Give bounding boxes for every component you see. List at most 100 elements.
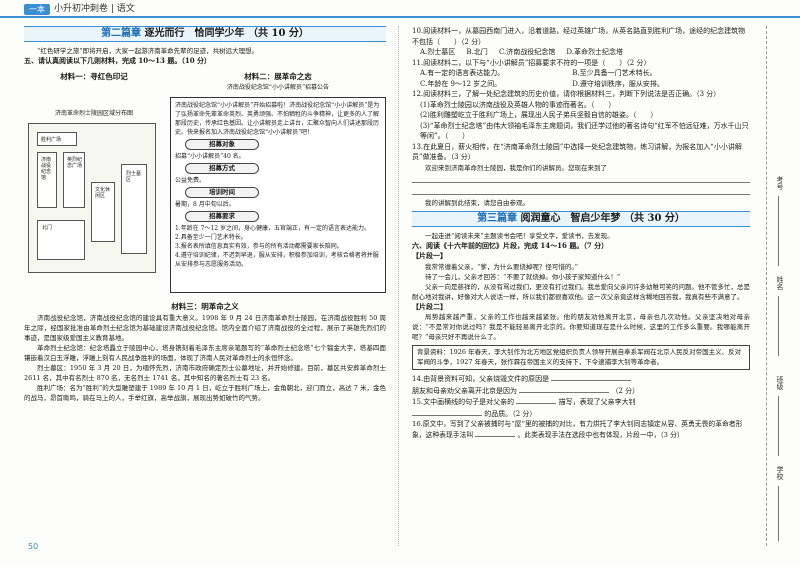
poster-req-2: 2.具备至少一门艺术特长。 xyxy=(175,233,247,241)
map-label-gate: 胜利广场 xyxy=(41,136,62,143)
material-three: 材料三：明革命之义 济南战役纪念馆，济南战役纪念馆的建设具有重大意义。1998 … xyxy=(24,301,386,403)
fragment-one-para-2: 待了一会儿，父亲才回答：“不要了就烧掉。你小孩子家知道什么！” xyxy=(425,272,621,281)
question-14: 14.由背景资料可知，父亲烧毁文件的原因是 xyxy=(412,373,750,385)
q14-blank-2[interactable] xyxy=(519,385,610,393)
poster-tag-time: 培训时间 xyxy=(185,186,259,198)
q16-tail: 。此类表现手法在选段中也有体现，片段一中，（3 分） xyxy=(517,431,684,439)
background-info-box: 背景资料：1926 年春天，李大钊作为北方地区党组织负责人领导开展自奉系军阀在北… xyxy=(412,345,750,370)
left-column: 第二篇章 逐光而行 恰同学少年 （共 10 分） “红色研学之旅”即将开启，大家… xyxy=(24,26,386,546)
material-three-para-3: 烈士墓区：1950 年 3 月 20 日，为缅怀先烈，济南市政府确定烈士公墓地址… xyxy=(24,363,386,382)
map-label-museum: 济南战役纪念馆 xyxy=(41,156,52,181)
question-16: 16.原文中，写到了父亲被捕时与“屋”里的被捕的对比，有力烘托了李大钊同志镇定从… xyxy=(412,419,750,440)
map-caption: 济南革命烈士陵园区域分布图 xyxy=(54,109,133,117)
material-three-para-4: 胜利广场：名为“胜利”的大型雕塑建于 1989 年 10 月 1 日，屹立于胜利… xyxy=(24,383,386,402)
q10-option-a[interactable]: A.烈士墓区 xyxy=(420,48,456,56)
q12-item-1[interactable]: (1)革命烈士陵园以济南战役及英雄人物的事迹而著名。（ ） xyxy=(420,100,616,109)
q16-blank[interactable] xyxy=(475,429,516,437)
q16-prompt: 16.原文中，写到了父亲被捕时与“屋”里的被捕的对比，有力烘托了李大钊同志镇定从… xyxy=(412,420,743,439)
material-three-para-1: 济南战役纪念馆，济南战役纪念馆的建设具有重大意义。1998 年 9 月 24 日… xyxy=(24,313,386,342)
section-two-title: 逐光而行 恰同学少年 xyxy=(144,28,245,39)
poster-req-1: 1.年龄在 7～12 岁之间，身心健康，五官端正，有一定的语言表达能力。 xyxy=(175,224,370,232)
q11-option-c[interactable]: C.年龄在 9～12 岁之间。 xyxy=(420,79,502,88)
poster-tag-target: 招募对象 xyxy=(185,138,259,150)
question-11: 11.阅读材料二，以下与“小小讲解员”招募要求不符的一项是（ ）（2 分） xyxy=(412,58,651,67)
map-zone-north: 北门 xyxy=(37,219,85,260)
q15-blank-2[interactable] xyxy=(412,408,482,416)
section-two-chapter: 第二篇章 xyxy=(101,28,142,39)
fragment-two-text: 局势越来越严重，父亲的工作也越来越紧张。他的朋友劝他离开北京，母亲也几次劝他。父… xyxy=(412,313,750,341)
poster-tag-method: 招募方式 xyxy=(185,162,259,174)
q12-item-3[interactable]: (3)“革命烈士纪念塔”由伟大领袖毛泽东主席题词，我们还学过他的著名诗句“红军不… xyxy=(420,121,749,141)
binder-field-exam-number[interactable] xyxy=(778,196,779,266)
q11-option-a[interactable]: A.有一定的语言表达能力。 xyxy=(420,69,505,77)
q14-prompt: 14.由背景资料可知，父亲烧毁文件的原因是 xyxy=(412,375,550,383)
question-10-options: A.烈士墓区 B.北门 C.济南战役纪念馆 D.革命烈士纪念塔 xyxy=(412,47,750,58)
question-15-line-2: 的品质。（2 分） xyxy=(412,408,750,420)
section-three-score: （共 30 分） xyxy=(624,212,685,224)
question-11-options-row2: C.年龄在 9～12 岁之间。 D.遵守培训秩序，服从安排。 xyxy=(412,79,750,90)
map-label-square: 英烈纪念广场 xyxy=(67,156,83,169)
map-label-tombs: 烈士墓区 xyxy=(126,170,142,183)
q15-blank-1[interactable] xyxy=(516,396,557,404)
book-title: 小升初冲刺卷 | 语文 xyxy=(54,4,135,14)
page-number: 50 xyxy=(28,542,39,551)
material-one-title: 材料一：寻红色印记 xyxy=(60,71,128,81)
binder-field-school[interactable] xyxy=(778,486,779,541)
poster-intro: 济南战役纪念馆“小小讲解员”开始招募啦！济南战役纪念馆“小小讲解员”是为了弘扬革… xyxy=(175,101,380,136)
recruitment-poster: 济南战役纪念馆“小小讲解员”开始招募啦！济南战役纪念馆“小小讲解员”是为了弘扬革… xyxy=(170,96,386,293)
cemetery-map: 胜利广场 济南战役纪念馆 英烈纪念广场 文化休闲区 烈士墓区 xyxy=(28,122,156,273)
q13-answer-line-2[interactable] xyxy=(412,186,750,195)
question-10: 10.阅读材料一，从墓园西南门进入，沿着道路，经过英雄广场，从英名路直到胜利广场… xyxy=(412,27,746,46)
question-15: 15.文中画横线的句子是对父亲的 描写，表现了父亲李大钊 xyxy=(412,396,750,408)
section-three-title: 阅润童心 智启少年梦 xyxy=(520,212,621,224)
material-one: 材料一：寻红色印记 济南革命烈士陵园区域分布图 胜利广场 济南战役纪念馆 英烈纪… xyxy=(24,71,164,295)
section-two-score: （共 10 分） xyxy=(248,28,309,39)
poster-method: 公益免费。 xyxy=(175,176,206,184)
q10-option-b[interactable]: B.北门 xyxy=(466,48,488,56)
poster-target: 招募“小小讲解员”40 名。 xyxy=(175,152,245,160)
map-zone-tombs: 烈士墓区 xyxy=(121,163,147,254)
poster-req-3: 3.报名表所填信息真实有效，参与的所有活动都需要家长陪同。 xyxy=(175,242,343,250)
question-five-heading: 五、请认真阅读以下几则材料，完成 10～13 题。（10 分） xyxy=(24,56,212,65)
map-label-north: 北门 xyxy=(42,224,53,231)
binder-label-school: 学校 xyxy=(776,466,784,480)
map-zone-gate: 胜利广场 xyxy=(37,131,77,146)
q10-option-c[interactable]: C.济南战役纪念馆 xyxy=(498,48,556,56)
binder-field-name[interactable] xyxy=(778,296,779,356)
q11-option-d[interactable]: D.遵守培训秩序，服从安排。 xyxy=(572,79,664,88)
fragment-two-label: 【片段二】 xyxy=(412,301,447,311)
q15-middle: 描写，表现了父亲李大钊 xyxy=(558,398,636,406)
page-header: 一本 小升初冲刺卷 | 语文 xyxy=(0,0,800,18)
binder-label-class: 班级 xyxy=(776,376,784,390)
binding-strip: 考号 姓名 班级 学校 xyxy=(758,26,790,546)
map-zone-museum: 济南战役纪念馆 xyxy=(37,151,57,208)
section-three-heading: 第三篇章 阅润童心 智启少年梦 （共 30 分） xyxy=(412,210,750,227)
fragment-one-label: 【片段一】 xyxy=(412,251,447,260)
q12-item-2[interactable]: (2)胜利雕塑屹立于胜利广场上，展现出人民子弟兵坚毅自信的雄姿。（ ） xyxy=(420,111,658,119)
binder-label-name: 姓名 xyxy=(776,276,784,290)
question-14-line-2: 朋友和母亲劝父亲离开北京是因为 （2 分） xyxy=(412,385,750,397)
q13-answer-line-1[interactable] xyxy=(412,174,750,183)
section-three-intro: 一起走进“阅读未来”主题读书会吧！享受文字，爱读书，去发现。 xyxy=(425,231,614,240)
binder-label-exam-number: 考号 xyxy=(776,176,784,190)
section-two-intro: “红色研学之旅”即将开启，大家一起游济南革命先辈的足迹，共树远大理想。 xyxy=(37,47,259,55)
q11-option-b[interactable]: B.至少具备一门艺术特长。 xyxy=(572,69,657,77)
q15-prompt: 15.文中画横线的句子是对父亲的 xyxy=(412,398,515,406)
fragment-one-para-1: 我常常缠着父亲，“爹，为什么要烧掉呢？怪可惜的。” xyxy=(425,262,578,271)
q15-tail: 的品质。（2 分） xyxy=(484,409,537,418)
question-12: 12.阅读材料三，了解一处纪念建筑的历史价值，请你根据材料三，判断下列说法是否正… xyxy=(412,90,721,98)
q13-answer-end: 我的讲解到此结束，请您自由参观。 xyxy=(425,198,529,207)
brand-badge: 一本 xyxy=(24,4,50,15)
q14-blank-1[interactable] xyxy=(551,373,632,381)
material-two-subtitle: 济南战役纪念馆“小小讲解员”招募公告 xyxy=(226,83,330,91)
q14-second-prompt: 朋友和母亲劝父亲离开北京是因为 xyxy=(412,386,517,395)
poster-req-4: 4.遵守培训纪律，不迟到早退，服从安排，积极参加培训，考核合格者将并服从安排参与… xyxy=(175,251,379,268)
q10-option-d[interactable]: D.革命烈士纪念塔 xyxy=(566,48,624,56)
q14-score: （2 分） xyxy=(611,386,640,395)
binder-field-class[interactable] xyxy=(778,396,779,456)
section-two-heading: 第二篇章 逐光而行 恰同学少年 （共 10 分） xyxy=(24,26,386,42)
map-zone-square: 英烈纪念广场 xyxy=(63,151,85,208)
binding-dashed-line xyxy=(766,26,767,546)
q13-answer-start: 欢迎来到济南革命烈士陵园，我是你们的讲解员。您现在来到了 xyxy=(425,163,607,172)
